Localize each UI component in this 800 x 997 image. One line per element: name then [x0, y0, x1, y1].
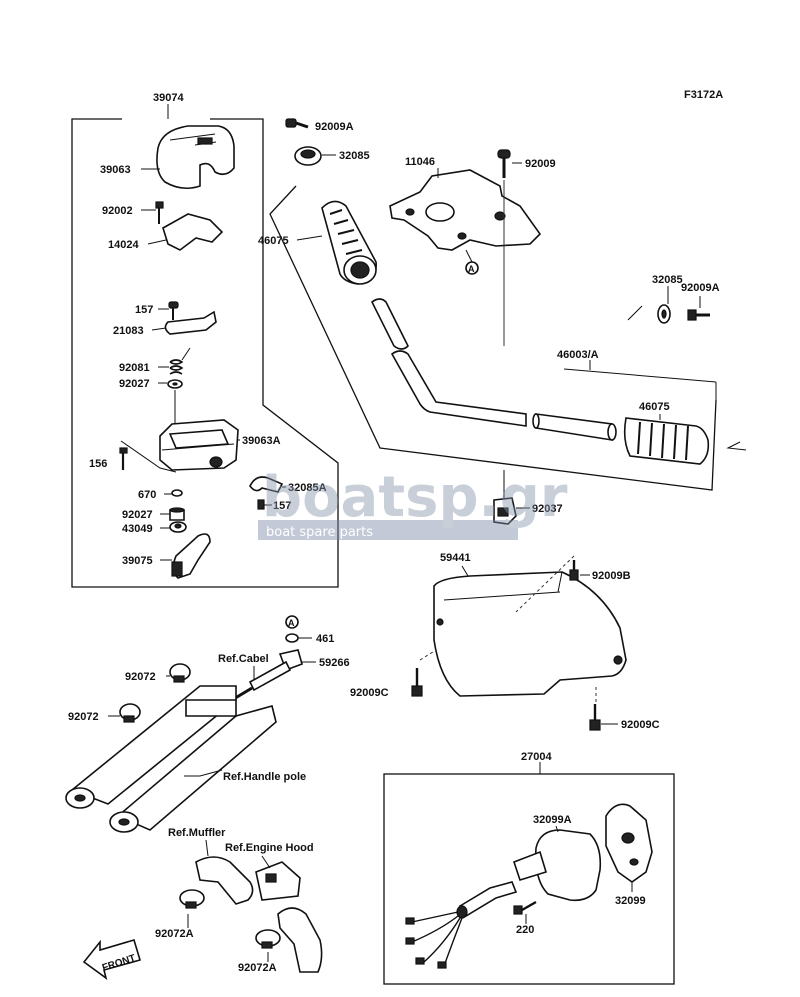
- gasket-plate-14024: [162, 213, 224, 251]
- svg-text:A: A: [288, 618, 295, 628]
- label-92009C-left: 92009C: [350, 687, 389, 699]
- svg-text:boatsp.gr: boatsp.gr: [262, 465, 568, 530]
- label-46075-left: 46075: [258, 235, 289, 247]
- engine-hood-bracket: [255, 861, 301, 901]
- label-92009C-right: 92009C: [621, 719, 660, 731]
- label-157-upper: 157: [135, 304, 153, 316]
- throttle-case-39063A: [159, 419, 239, 471]
- label-32085A: 32085A: [288, 482, 327, 494]
- label-157-lower: 157: [273, 500, 291, 512]
- label-92072A-b: 92072A: [238, 962, 277, 974]
- watermark-logo: boatsp.gr boat spare parts: [258, 465, 568, 540]
- label-46075-right: 46075: [639, 401, 670, 413]
- switch-housing-32099A: [512, 829, 602, 902]
- label-27004: 27004: [521, 751, 552, 763]
- svg-text:A: A: [468, 264, 475, 274]
- label-21083: 21083: [113, 325, 144, 337]
- lever-21083: [164, 310, 217, 335]
- svg-text:boat spare parts: boat spare parts: [266, 525, 373, 540]
- label-39063: 39063: [100, 164, 131, 176]
- clamp-92072-left: [119, 703, 141, 723]
- bolt-92009C-left: [411, 668, 423, 697]
- throttle-case-cover: [156, 125, 235, 190]
- label-32099A: 32099A: [533, 814, 572, 826]
- label-59266: 59266: [319, 657, 350, 669]
- grommet-461: [285, 633, 299, 643]
- clamp-92072A-b: [255, 929, 281, 949]
- label-92027-lower: 92027: [122, 509, 153, 521]
- label-11046: 11046: [405, 156, 435, 168]
- label-92072-top: 92072: [125, 671, 156, 683]
- muffler-hose: [195, 856, 254, 905]
- bolt-92009C-right: [589, 704, 601, 731]
- grommet-32085-right: [657, 304, 671, 324]
- grommet-32085A: [249, 476, 284, 493]
- switch-wiring-harness: [405, 881, 518, 969]
- label-32085-right: 32085: [652, 274, 683, 286]
- label-39074: 39074: [153, 92, 184, 104]
- label-14024: 14024: [108, 239, 139, 251]
- screw-92002: [155, 201, 164, 224]
- oring-670: [171, 489, 183, 497]
- label-ref-muffler: Ref.Muffler: [168, 827, 226, 839]
- label-92002: 92002: [102, 205, 133, 217]
- label-ref-handle-pole: Ref.Handle pole: [223, 771, 306, 783]
- grommet-32085-top: [294, 146, 322, 166]
- figure-code: F3172A: [684, 89, 723, 101]
- throttle-lever-39075: [171, 533, 211, 579]
- screw-156: [119, 447, 128, 470]
- marker-A-bracket: A: [465, 261, 479, 275]
- clamp-92037: [493, 497, 517, 525]
- label-32085-top: 32085: [339, 150, 370, 162]
- nut-43049: [169, 521, 187, 533]
- label-92009: 92009: [525, 158, 556, 170]
- label-156: 156: [89, 458, 107, 470]
- label-39075: 39075: [122, 555, 153, 567]
- label-92027-upper: 92027: [119, 378, 150, 390]
- screw-220: [513, 900, 537, 915]
- bolt-92009B: [569, 560, 579, 581]
- label-220: 220: [516, 924, 534, 936]
- screw-157-upper: [168, 301, 179, 320]
- handlebar-tube: [370, 298, 617, 441]
- label-92009B: 92009B: [592, 570, 631, 582]
- handle-cover-59441: [433, 571, 627, 697]
- label-46003A: 46003/A: [557, 349, 599, 361]
- label-ref-engine-hood: Ref.Engine Hood: [225, 842, 314, 854]
- label-39063A: 39063A: [242, 435, 281, 447]
- assembly-box-27004: [383, 762, 675, 985]
- bolt-92009A-right: [687, 309, 710, 321]
- label-92072A-a: 92072A: [155, 928, 194, 940]
- label-670: 670: [138, 489, 156, 501]
- clamp-92072A-a: [179, 889, 205, 909]
- label-32099: 32099: [615, 895, 646, 907]
- grip-46075-right: [623, 417, 710, 465]
- bolt-92009: [497, 149, 511, 178]
- hose-lower: [277, 907, 323, 973]
- clamp-92072-top: [169, 663, 191, 683]
- label-43049: 43049: [122, 523, 153, 535]
- marker-A-cable: A: [285, 615, 299, 629]
- assembly-box-39074: [71, 104, 339, 588]
- label-92037: 92037: [532, 503, 563, 515]
- switch-case-32099: [605, 803, 653, 883]
- washer-92027-upper: [167, 379, 183, 389]
- handle-pole: [65, 685, 277, 833]
- label-92009A-right: 92009A: [681, 282, 720, 294]
- label-461: 461: [316, 633, 334, 645]
- front-direction-arrow: FRONT: [82, 939, 142, 980]
- bolt-92009A-top: [285, 118, 309, 129]
- label-92072-left: 92072: [68, 711, 99, 723]
- washer-92027-lower: [169, 507, 185, 521]
- grip-46075-left: [321, 200, 377, 285]
- bracket-11046: [389, 169, 542, 251]
- handlebar-box-46003A: [269, 185, 717, 491]
- label-ref-cable: Ref.Cabel: [218, 653, 269, 665]
- spring-92081: [169, 347, 191, 375]
- label-92081: 92081: [119, 362, 150, 374]
- label-59441: 59441: [440, 552, 471, 564]
- label-92009A-top: 92009A: [315, 121, 354, 133]
